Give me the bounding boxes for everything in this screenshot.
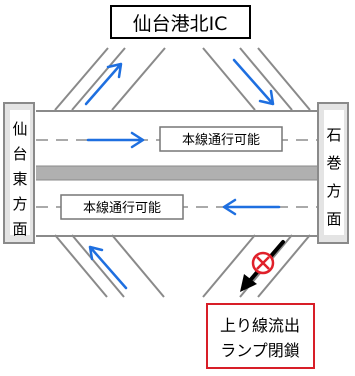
- upper-lane-label: 本線通行可能: [159, 126, 283, 152]
- upper-lane-label-text: 本線通行可能: [182, 132, 260, 148]
- left-direction-char: 面: [12, 220, 27, 238]
- left-direction-char: 東: [12, 170, 27, 188]
- upper-lane-label-box: [159, 126, 283, 152]
- closure-notice-box: [206, 303, 315, 369]
- left-direction-char: 方: [12, 195, 27, 213]
- interchange-title: 仙台港北IC: [110, 5, 251, 39]
- arrow-left-icon: [222, 198, 281, 216]
- arrow-up-right-icon: [84, 62, 123, 106]
- closed-exit-arrowhead-icon: [240, 274, 257, 292]
- ramp-upper-right-line: [239, 47, 293, 111]
- left-direction-char: 台: [12, 145, 27, 163]
- ramp-upper-left-line: [71, 47, 126, 111]
- lower-lane-label-text: 本線通行可能: [83, 200, 161, 216]
- left-direction-char: 仙: [12, 120, 27, 138]
- right-direction-char: 方: [326, 182, 341, 200]
- ramp-lower-right-line: [257, 234, 311, 298]
- closure-notice-line1: 上り線流出: [220, 316, 300, 335]
- closure-notice-line2: ランプ閉鎖: [220, 341, 300, 360]
- traffic-arrows: [84, 58, 281, 290]
- closed-exit: [240, 240, 285, 292]
- lower-lane-label: 本線通行可能: [60, 194, 184, 220]
- ramp-upper-right-line: [257, 47, 311, 111]
- ramp-lines: [54, 47, 311, 298]
- ramp-upper-left-line: [111, 47, 166, 111]
- ramp-upper-left-line: [54, 47, 109, 111]
- ramp-lower-right-line: [202, 234, 256, 298]
- prohibition-cross-icon: [256, 256, 270, 270]
- right-direction-inner: [324, 110, 344, 235]
- right-direction-char: 石: [326, 126, 341, 144]
- right-direction-char: 巻: [326, 154, 341, 172]
- closure-notice: 上り線流出 ランプ閉鎖: [206, 303, 315, 369]
- left-direction-inner: [10, 110, 30, 235]
- ramp-lower-left-line: [111, 234, 165, 298]
- arrow-down-right-icon: [232, 58, 275, 106]
- ramp-upper-right-line: [202, 47, 256, 111]
- median-strip: [36, 166, 318, 180]
- right-direction-sign: 石 巻 方 面: [317, 102, 349, 244]
- title-box: [110, 5, 251, 39]
- title-text: 仙台港北IC: [133, 13, 228, 35]
- ramp-lower-left-line: [54, 234, 108, 298]
- arrow-right-icon: [86, 131, 145, 149]
- ramp-lower-left-line: [71, 234, 125, 298]
- left-direction-sign: 仙 台 東 方 面: [3, 102, 35, 244]
- arrow-up-left-icon: [88, 245, 128, 290]
- lower-lane-label-box: [60, 194, 184, 220]
- right-direction-char: 面: [326, 210, 341, 228]
